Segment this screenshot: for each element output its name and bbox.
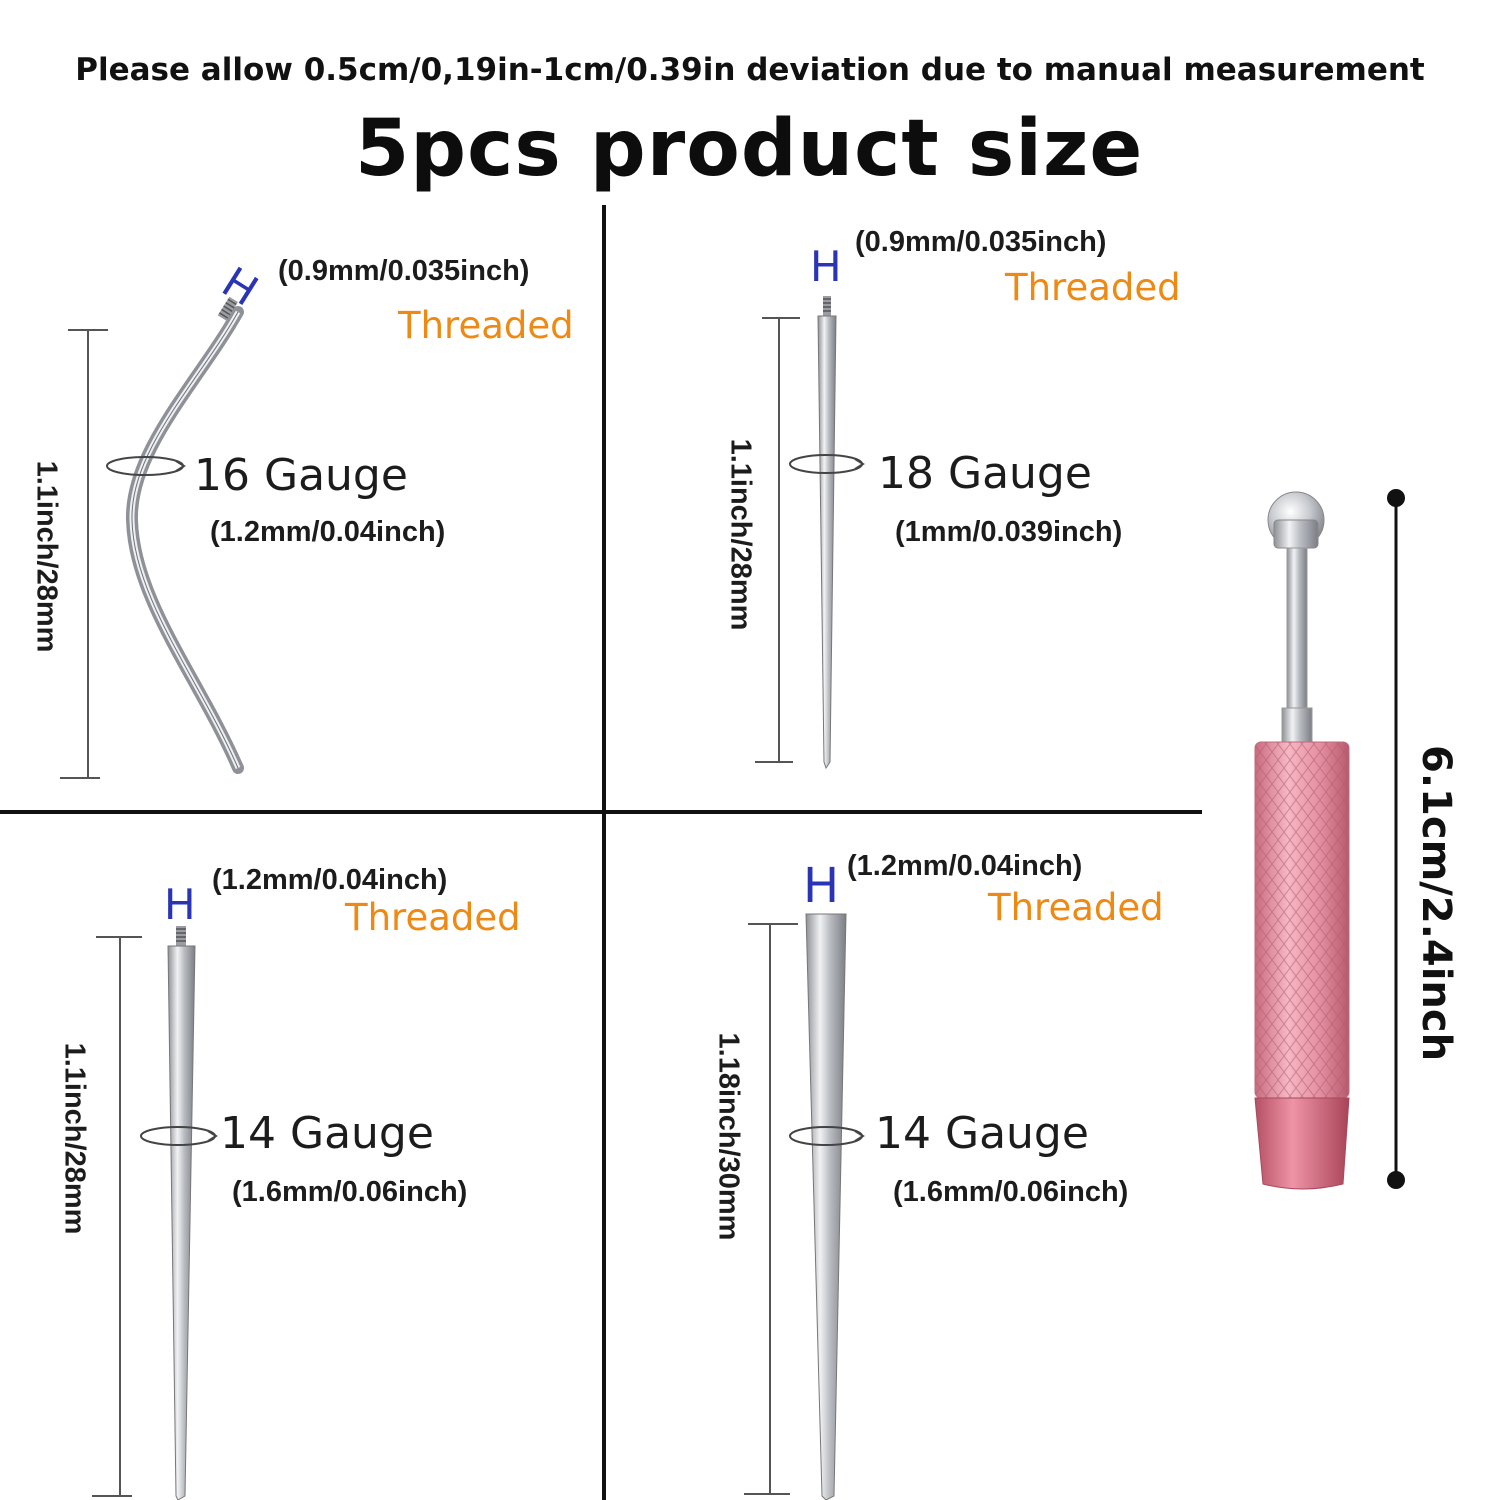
rotation-arrow-panel1 (106, 456, 186, 476)
length-label-panel4: 1.18inch/30mm (712, 1032, 745, 1241)
gauge-size-panel2: (1mm/0.039inch) (895, 516, 1123, 548)
dimension-line-panel4 (744, 923, 798, 1495)
gauge-label-panel3: 14 Gauge (220, 1108, 434, 1159)
gauge-size-panel3: (1.6mm/0.06inch) (232, 1176, 468, 1208)
gauge-label-panel2: 18 Gauge (878, 448, 1092, 499)
thread-size-panel3: (1.2mm/0.04inch) (212, 864, 448, 896)
rotation-arrow-panel2 (789, 454, 865, 474)
gauge-size-panel1: (1.2mm/0.04inch) (210, 516, 446, 548)
thread-size-panel2: (0.9mm/0.035inch) (855, 226, 1107, 258)
dimension-line-panel2 (755, 317, 800, 763)
deviation-notice: Please allow 0.5cm/0,19in-1cm/0.39in dev… (75, 52, 1425, 88)
rotation-arrow-panel4 (789, 1126, 865, 1146)
straight-needle-14g-a (167, 926, 196, 1500)
thread-mark-panel3: H (164, 880, 196, 929)
gauge-size-panel4: (1.6mm/0.06inch) (893, 1176, 1129, 1208)
thread-size-panel1: (0.9mm/0.035inch) (278, 255, 530, 287)
thread-mark-panel2: H (810, 242, 842, 291)
tool-length-label: 6.1cm/2.4inch (1413, 745, 1459, 1062)
length-label-panel1: 1.1inch/28mm (30, 460, 63, 653)
tool-dimension-line (1387, 489, 1405, 1189)
threaded-label-panel3: Threaded (345, 896, 521, 939)
straight-needle-14g-b (805, 913, 847, 1500)
horizontal-divider (0, 810, 1202, 814)
length-label-panel2: 1.1inch/28mm (724, 438, 757, 631)
threaded-label-panel4: Threaded (988, 886, 1164, 929)
vertical-divider (602, 205, 606, 1500)
rotation-arrow-panel3 (140, 1126, 218, 1146)
dimension-line-panel1 (60, 329, 108, 779)
threaded-label-panel2: Threaded (1005, 266, 1181, 309)
threaded-label-panel1: Threaded (398, 304, 574, 347)
curved-needle-16g (125, 296, 244, 774)
dimension-line-panel3 (92, 936, 142, 1497)
thread-mark-panel4: H (803, 858, 840, 914)
thread-size-panel4: (1.2mm/0.04inch) (847, 850, 1083, 882)
straight-needle-18g (817, 296, 837, 770)
insertion-tool (1254, 491, 1350, 1190)
page-title: 5pcs product size (355, 104, 1144, 194)
length-label-panel3: 1.1inch/28mm (58, 1042, 91, 1235)
gauge-label-panel1: 16 Gauge (194, 450, 408, 501)
gauge-label-panel4: 14 Gauge (875, 1108, 1089, 1159)
